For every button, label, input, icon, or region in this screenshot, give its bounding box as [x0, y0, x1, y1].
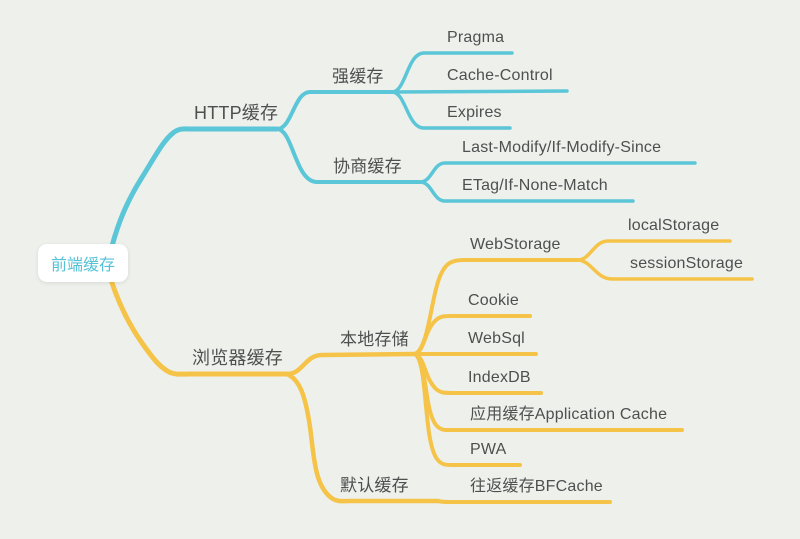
mindmap-node-last-modify[interactable]: Last-Modify/If-Modify-Since: [462, 139, 662, 156]
branch-link-yellow: [284, 371, 441, 504]
branch-link-cyan: [418, 180, 635, 203]
mindmap-node-local[interactable]: 本地存储: [340, 330, 409, 349]
mindmap-node-cookie[interactable]: Cookie: [468, 292, 520, 309]
mindmap-node-appcache[interactable]: 应用缓存Application Cache: [470, 406, 668, 423]
branch-link-yellow: [413, 352, 522, 468]
mindmap-root-node[interactable]: 前端缓存: [38, 244, 128, 282]
branch-link-cyan: [109, 126, 280, 249]
mindmap-node-strong[interactable]: 强缓存: [332, 67, 384, 86]
branch-link-yellow: [284, 351, 418, 377]
mindmap-node-http[interactable]: HTTP缓存: [194, 103, 279, 123]
mindmap-node-cache-control[interactable]: Cache-Control: [447, 67, 553, 84]
mindmap-node-indexdb[interactable]: IndexDB: [468, 369, 531, 386]
branch-link-cyan: [390, 89, 569, 94]
mindmap-node-expires[interactable]: Expires: [447, 104, 502, 121]
mindmap-node-pragma[interactable]: Pragma: [447, 29, 505, 46]
mindmap-node-websql[interactable]: WebSql: [468, 330, 525, 347]
mindmap-node-negotiate[interactable]: 协商缓存: [333, 157, 402, 176]
mindmap-node-bfcache[interactable]: 往返缓存BFCache: [470, 478, 603, 495]
mindmap-node-webstorage[interactable]: WebStorage: [470, 236, 561, 253]
mindmap-node-sessionstorage[interactable]: sessionStorage: [630, 255, 744, 272]
branch-link-yellow: [436, 499, 612, 504]
mindmap-node-etag[interactable]: ETag/If-None-Match: [462, 177, 608, 194]
branch-link-yellow: [108, 277, 290, 377]
mindmap-node-localstorage[interactable]: localStorage: [628, 217, 720, 234]
mindmap-node-pwa[interactable]: PWA: [470, 441, 507, 458]
branch-link-yellow: [576, 258, 754, 281]
branch-link-cyan: [275, 90, 394, 131]
branch-link-cyan: [390, 90, 512, 130]
mindmap-node-default-cache[interactable]: 默认缓存: [340, 476, 409, 495]
branch-link-yellow: [413, 314, 532, 356]
mindmap-node-browser[interactable]: 浏览器缓存: [192, 348, 283, 368]
branch-link-cyan: [275, 127, 422, 184]
